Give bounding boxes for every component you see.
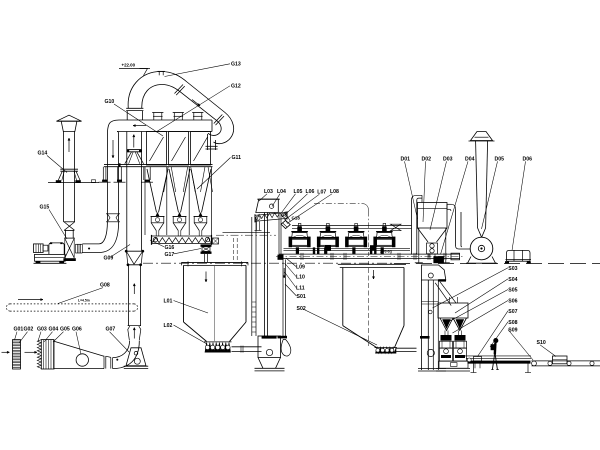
svg-text:L07: L07 bbox=[317, 189, 326, 195]
svg-text:S06: S06 bbox=[508, 299, 517, 305]
svg-text:S08: S08 bbox=[508, 320, 517, 326]
svg-text:G15: G15 bbox=[40, 205, 50, 211]
svg-text:D03: D03 bbox=[443, 156, 453, 162]
svg-text:G11: G11 bbox=[232, 155, 242, 161]
svg-text:S03: S03 bbox=[508, 266, 517, 272]
svg-text:D05: D05 bbox=[495, 156, 505, 162]
svg-text:G13: G13 bbox=[231, 62, 241, 68]
svg-text:G14: G14 bbox=[38, 151, 48, 157]
svg-text:L09: L09 bbox=[296, 265, 305, 271]
svg-text:G06: G06 bbox=[72, 327, 82, 333]
svg-text:G04: G04 bbox=[49, 327, 59, 333]
svg-text:+22.00: +22.00 bbox=[122, 63, 136, 68]
svg-text:S04: S04 bbox=[508, 277, 517, 283]
svg-text:L11: L11 bbox=[296, 286, 305, 292]
svg-text:S05: S05 bbox=[508, 288, 517, 294]
svg-text:L08: L08 bbox=[330, 189, 339, 195]
svg-text:D06: D06 bbox=[523, 156, 533, 162]
svg-text:G17: G17 bbox=[165, 252, 175, 258]
svg-text:L02: L02 bbox=[164, 323, 173, 329]
svg-text:L03: L03 bbox=[264, 189, 273, 195]
svg-text:L06: L06 bbox=[306, 189, 315, 195]
svg-text:S01: S01 bbox=[297, 294, 306, 300]
svg-text:G03: G03 bbox=[37, 327, 47, 333]
svg-text:G01: G01 bbox=[14, 327, 24, 333]
svg-text:G16: G16 bbox=[165, 245, 175, 251]
svg-text:2Φ3-6(): 2Φ3-6() bbox=[380, 249, 392, 253]
svg-text:S07: S07 bbox=[508, 309, 517, 315]
svg-text:S09: S09 bbox=[508, 328, 517, 334]
svg-text:G10: G10 bbox=[105, 99, 115, 105]
svg-text:G07: G07 bbox=[106, 327, 116, 333]
svg-text:L=4.5m: L=4.5m bbox=[78, 299, 90, 303]
svg-text:L10: L10 bbox=[296, 275, 305, 281]
svg-text:G05: G05 bbox=[60, 327, 70, 333]
svg-text:G18: G18 bbox=[292, 216, 301, 221]
svg-text:S10: S10 bbox=[537, 340, 546, 346]
svg-text:L04: L04 bbox=[277, 189, 286, 195]
svg-text:S02: S02 bbox=[297, 306, 306, 312]
svg-text:G08: G08 bbox=[100, 283, 110, 289]
svg-text:L05: L05 bbox=[294, 189, 303, 195]
svg-text:G02: G02 bbox=[24, 327, 34, 333]
svg-text:G09: G09 bbox=[104, 255, 114, 261]
svg-text:G12: G12 bbox=[231, 84, 241, 90]
svg-text:D02: D02 bbox=[422, 156, 432, 162]
svg-text:L01: L01 bbox=[164, 299, 173, 305]
svg-text:D04: D04 bbox=[465, 156, 475, 162]
svg-text:D01: D01 bbox=[401, 156, 411, 162]
